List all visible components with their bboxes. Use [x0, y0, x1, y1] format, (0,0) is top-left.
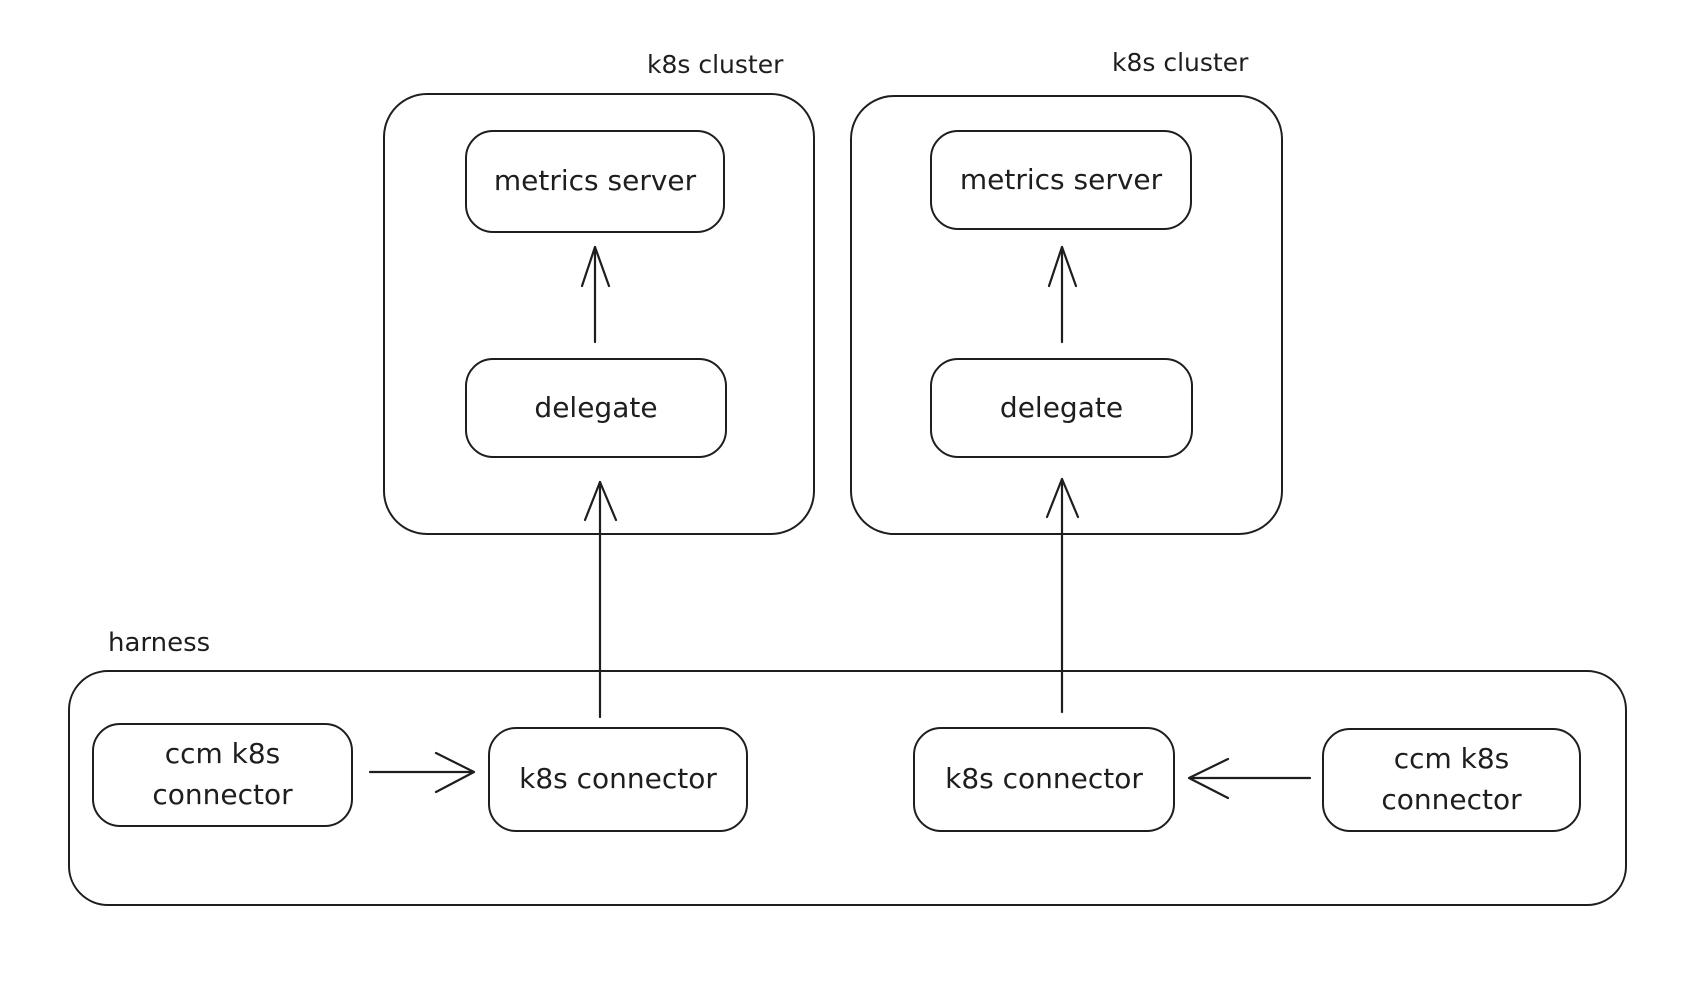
cluster-2-label: k8s cluster	[1112, 48, 1249, 77]
k8s-connector-node-left: k8s connector	[488, 727, 748, 832]
harness-container	[68, 670, 1627, 906]
k8s-connector-node-right: k8s connector	[913, 727, 1175, 832]
cluster-1-label: k8s cluster	[647, 50, 784, 79]
ccm-k8s-connector-node-right: ccm k8s connector	[1322, 728, 1581, 832]
delegate-node-1: delegate	[465, 358, 727, 458]
ccm-k8s-connector-node-left: ccm k8s connector	[92, 723, 353, 827]
metrics-server-node-2: metrics server	[930, 130, 1192, 230]
metrics-server-node-1: metrics server	[465, 130, 725, 233]
cluster-2-container	[850, 95, 1283, 535]
delegate-node-2: delegate	[930, 358, 1193, 458]
harness-label: harness	[108, 628, 211, 658]
